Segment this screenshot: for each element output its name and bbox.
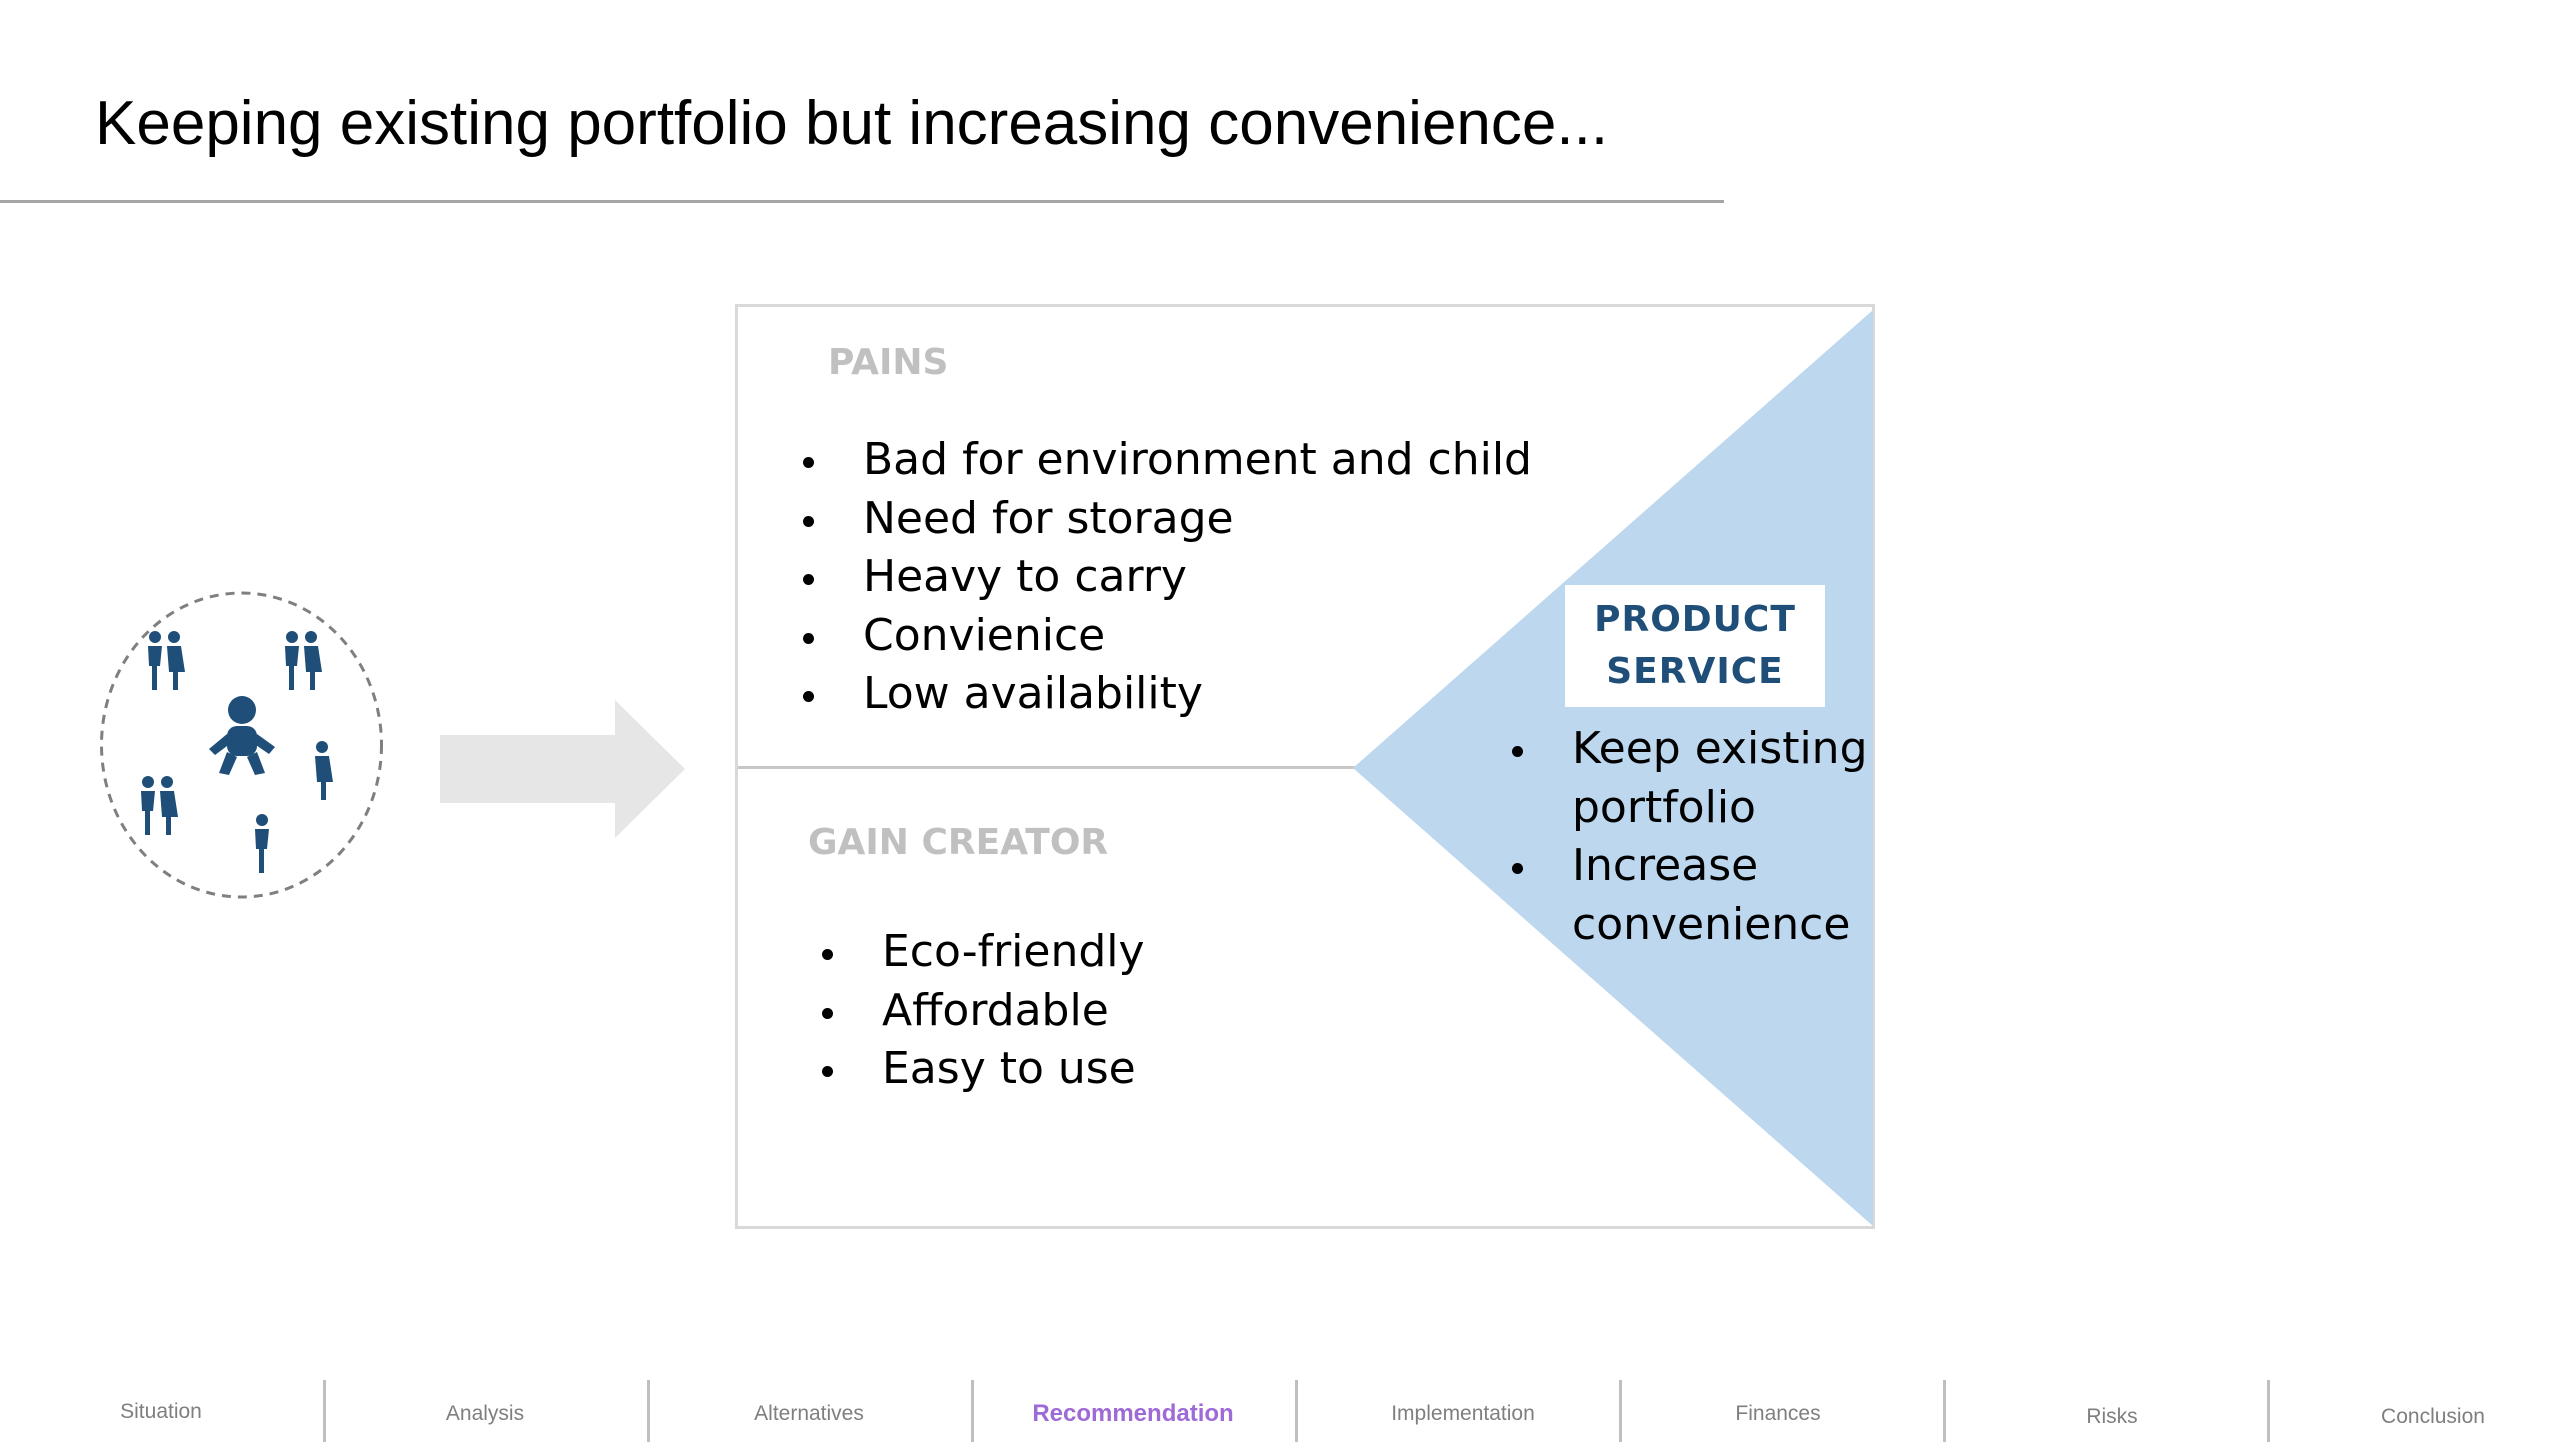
list-item: Heavy to carry [803, 548, 1532, 607]
nav-item-risks[interactable]: Risks [2086, 1405, 2138, 1428]
nav-separator [323, 1380, 326, 1442]
pains-list: Bad for environment and child Need for s… [803, 431, 1532, 724]
list-item: Increase convenience [1512, 837, 1902, 954]
nav-separator [1619, 1380, 1622, 1442]
nav-item-alternatives[interactable]: Alternatives [754, 1402, 864, 1425]
nav-item-recommendation[interactable]: Recommendation [1032, 1400, 1234, 1427]
pains-gains-divider [738, 766, 1355, 769]
nav-item-situation[interactable]: Situation [120, 1400, 202, 1423]
list-item: Affordable [822, 982, 1145, 1041]
title-divider [0, 200, 1724, 203]
product-service-badge: PRODUCT SERVICE [1565, 585, 1825, 707]
nav-separator [971, 1380, 974, 1442]
nav-item-finances[interactable]: Finances [1735, 1402, 1821, 1425]
list-item: Easy to use [822, 1040, 1145, 1099]
nav-item-implementation[interactable]: Implementation [1391, 1402, 1535, 1425]
nav-separator [1943, 1380, 1946, 1442]
customer-segment-icon [100, 591, 383, 899]
list-item: Bad for environment and child [803, 431, 1532, 490]
product-service-heading-line2: SERVICE [1606, 651, 1784, 692]
list-item: Eco-friendly [822, 923, 1145, 982]
nav-item-analysis[interactable]: Analysis [445, 1402, 525, 1425]
list-item: Keep existing portfolio [1512, 720, 1902, 837]
list-item: Need for storage [803, 490, 1532, 549]
list-item: Low availability [803, 665, 1532, 724]
pains-heading: PAINS [828, 342, 949, 383]
gain-creator-list: Eco-friendly Affordable Easy to use [822, 923, 1145, 1099]
right-arrow-icon [440, 700, 685, 838]
nav-separator [647, 1380, 650, 1442]
slide-title: Keeping existing portfolio but increasin… [95, 89, 1609, 158]
value-proposition-canvas [735, 304, 1875, 1229]
nav-separator [2267, 1380, 2270, 1442]
nav-item-conclusion[interactable]: Conclusion [2381, 1405, 2485, 1428]
list-item: Convienice [803, 607, 1532, 666]
gain-creator-heading: GAIN CREATOR [808, 822, 1109, 863]
nav-separator [1295, 1380, 1298, 1442]
product-service-heading-line1: PRODUCT [1594, 599, 1796, 640]
product-service-triangle [1353, 310, 1873, 1226]
product-service-list: Keep existing portfolio Increase conveni… [1512, 720, 1902, 954]
section-navigation: Situation Analysis Alternatives Recommen… [0, 1380, 2560, 1450]
